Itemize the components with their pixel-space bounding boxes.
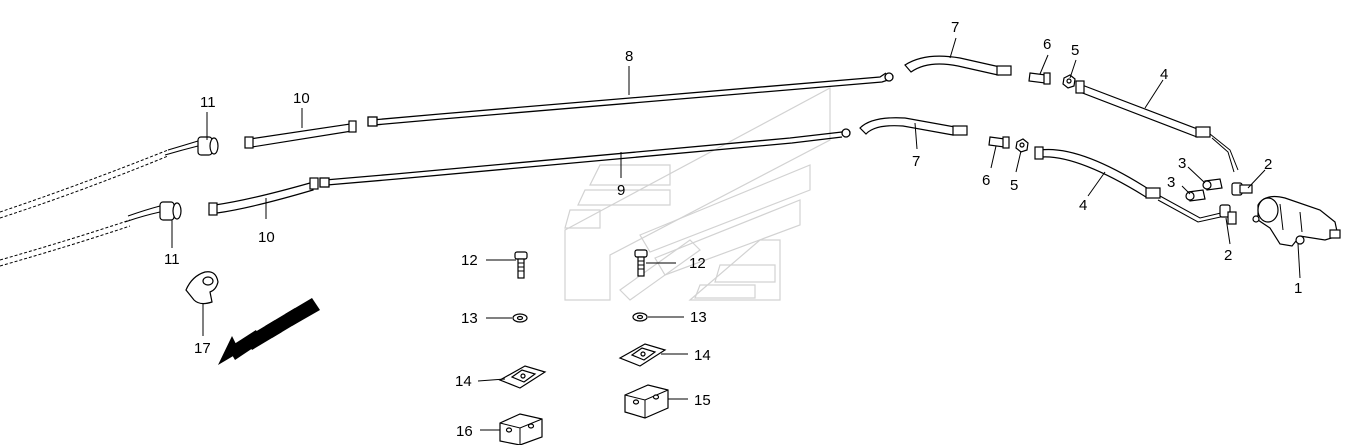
callout-14-right: 14 [694, 347, 711, 364]
callout-12-right: 12 [689, 255, 706, 272]
brake-hose-7-lower [859, 117, 968, 136]
banjo-bolt-2-lower [1219, 204, 1237, 225]
block-16 [499, 413, 543, 445]
block-15 [624, 384, 669, 419]
master-cylinder-1 [1252, 195, 1341, 247]
fitting-6-lower [988, 136, 1010, 149]
fitting-3-lower [1185, 189, 1206, 202]
callout-5-upper: 5 [1071, 42, 1079, 59]
brake-hose-4-upper [1075, 80, 1239, 173]
callout-7-upper: 7 [951, 19, 959, 36]
bolt-12-left [514, 251, 528, 279]
callout-8: 8 [625, 48, 633, 65]
clip-14-right [618, 343, 667, 367]
callout-labels: 1 2 2 3 3 4 4 5 5 6 6 7 7 8 9 10 10 11 1… [164, 19, 1302, 440]
callout-11-lower: 11 [164, 251, 180, 268]
brake-hose-10-upper [244, 120, 357, 149]
callout-13-right: 13 [690, 309, 707, 326]
brake-pipe-8 [367, 72, 894, 127]
clip-17 [185, 271, 219, 305]
callout-4-upper: 4 [1160, 66, 1168, 83]
brake-hose-4-lower [1034, 146, 1226, 223]
bolt-12-right [634, 249, 648, 277]
watermark-logo [564, 86, 831, 301]
brake-pipe-9 [319, 128, 851, 188]
clip-14-left [498, 365, 547, 389]
brake-hose-10-lower [208, 177, 319, 216]
brake-hose-7-upper [904, 55, 1012, 76]
callout-2-lower: 2 [1224, 247, 1232, 264]
callout-13-left: 13 [461, 310, 478, 327]
fitting-3-upper [1202, 178, 1223, 191]
callout-17: 17 [194, 340, 211, 357]
nut-5-lower [1015, 138, 1029, 153]
callout-5-lower: 5 [1010, 177, 1018, 194]
fitting-6-upper [1028, 72, 1051, 85]
front-direction-arrow-icon [218, 298, 320, 365]
callout-3-lower: 3 [1167, 174, 1175, 191]
callout-16: 16 [456, 423, 473, 440]
callout-7-lower: 7 [912, 153, 920, 170]
callout-6-upper: 6 [1043, 36, 1051, 53]
callout-12-left: 12 [461, 252, 478, 269]
callout-6-lower: 6 [982, 172, 990, 189]
callout-10-lower: 10 [258, 229, 275, 246]
callout-3-upper: 3 [1178, 155, 1186, 172]
washer-13-right [632, 312, 648, 322]
banjo-bolt-2-upper [1231, 182, 1253, 196]
washer-13-left [512, 313, 528, 323]
callout-9: 9 [617, 182, 625, 199]
connector-11-lower [124, 201, 182, 223]
cables-left [0, 149, 169, 267]
callout-10-upper: 10 [293, 90, 310, 107]
callout-11-upper: 11 [200, 94, 216, 111]
callout-4-lower: 4 [1079, 197, 1087, 214]
leader-lines [171, 37, 1301, 431]
nut-5-upper [1062, 74, 1076, 89]
callout-1: 1 [1294, 280, 1302, 297]
connector-11-upper [164, 136, 219, 156]
callout-14-left: 14 [455, 373, 472, 390]
callout-15: 15 [694, 392, 711, 409]
callout-2-upper: 2 [1264, 156, 1272, 173]
